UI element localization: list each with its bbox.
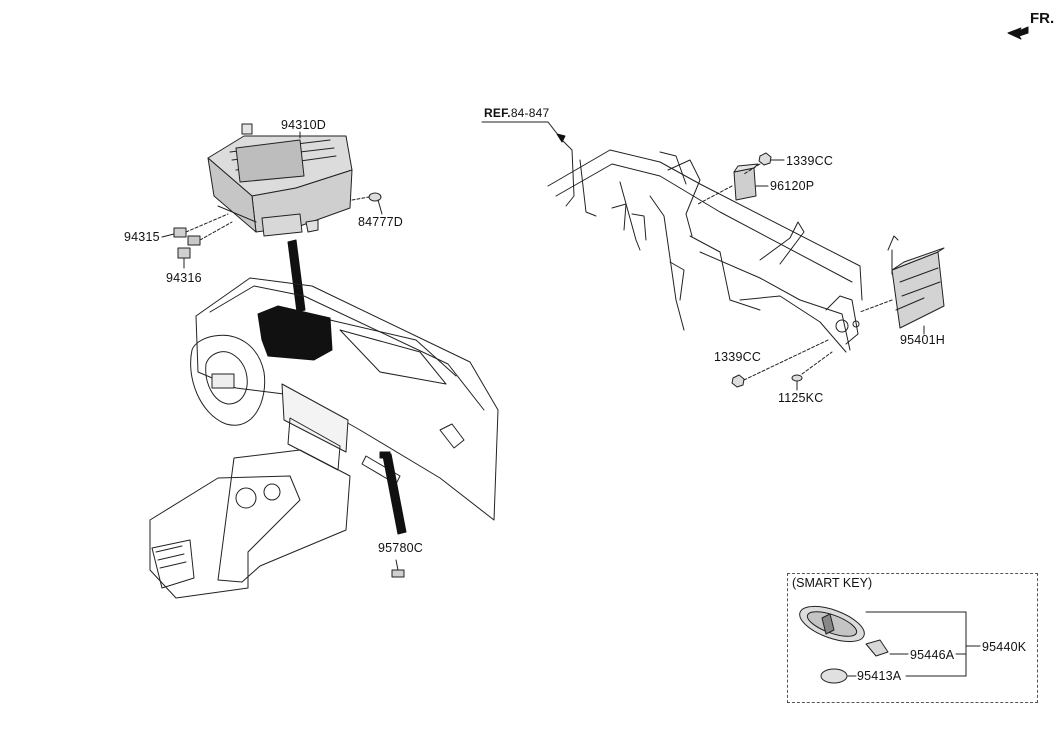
bcm-module-drawing — [859, 235, 945, 335]
nut-top-drawing — [743, 152, 785, 175]
part-label-1339CC-top[interactable]: 1339CC — [786, 154, 834, 168]
callout-arrow-cluster — [287, 239, 306, 313]
smart-key-box: (SMART KEY) — [787, 573, 1038, 703]
dashboard-drawing — [149, 277, 499, 599]
smart-key-title: (SMART KEY) — [792, 576, 873, 590]
front-direction-arrow-icon — [1007, 26, 1029, 40]
connector-drawing — [161, 213, 233, 269]
cluster-drawing — [207, 123, 353, 237]
nut-bottom-drawing — [731, 339, 829, 388]
crossmember-drawing — [547, 139, 863, 353]
reference-leader — [481, 121, 566, 143]
callout-arrow-sensor — [382, 453, 407, 535]
part-label-95780C[interactable]: 95780C — [378, 541, 423, 555]
part-label-95446A[interactable]: 95446A — [910, 648, 955, 662]
reference-label[interactable]: REF.84-847 — [484, 106, 549, 120]
front-direction-label: FR. — [1030, 10, 1055, 27]
part-label-95413A[interactable]: 95413A — [857, 669, 902, 683]
module-96120P-drawing — [697, 163, 769, 205]
part-label-96120P[interactable]: 96120P — [770, 179, 815, 193]
part-label-94310D[interactable]: 94310D — [281, 118, 326, 132]
part-label-94316[interactable]: 94316 — [166, 271, 202, 285]
reference-number: 84-847 — [510, 106, 550, 120]
screw-drawing — [351, 192, 383, 215]
part-label-95401H[interactable]: 95401H — [900, 333, 945, 347]
part-label-1125KC[interactable]: 1125KC — [778, 391, 824, 405]
part-label-94315[interactable]: 94315 — [124, 230, 160, 244]
part-label-1339CC-bottom[interactable]: 1339CC — [714, 350, 762, 364]
sensor-drawing — [391, 559, 405, 578]
bolt-drawing — [791, 351, 833, 391]
part-label-84777D[interactable]: 84777D — [358, 215, 403, 229]
smart-key-drawing — [799, 605, 981, 684]
part-label-95440K[interactable]: 95440K — [982, 640, 1027, 654]
reference-prefix: REF. — [484, 106, 511, 120]
